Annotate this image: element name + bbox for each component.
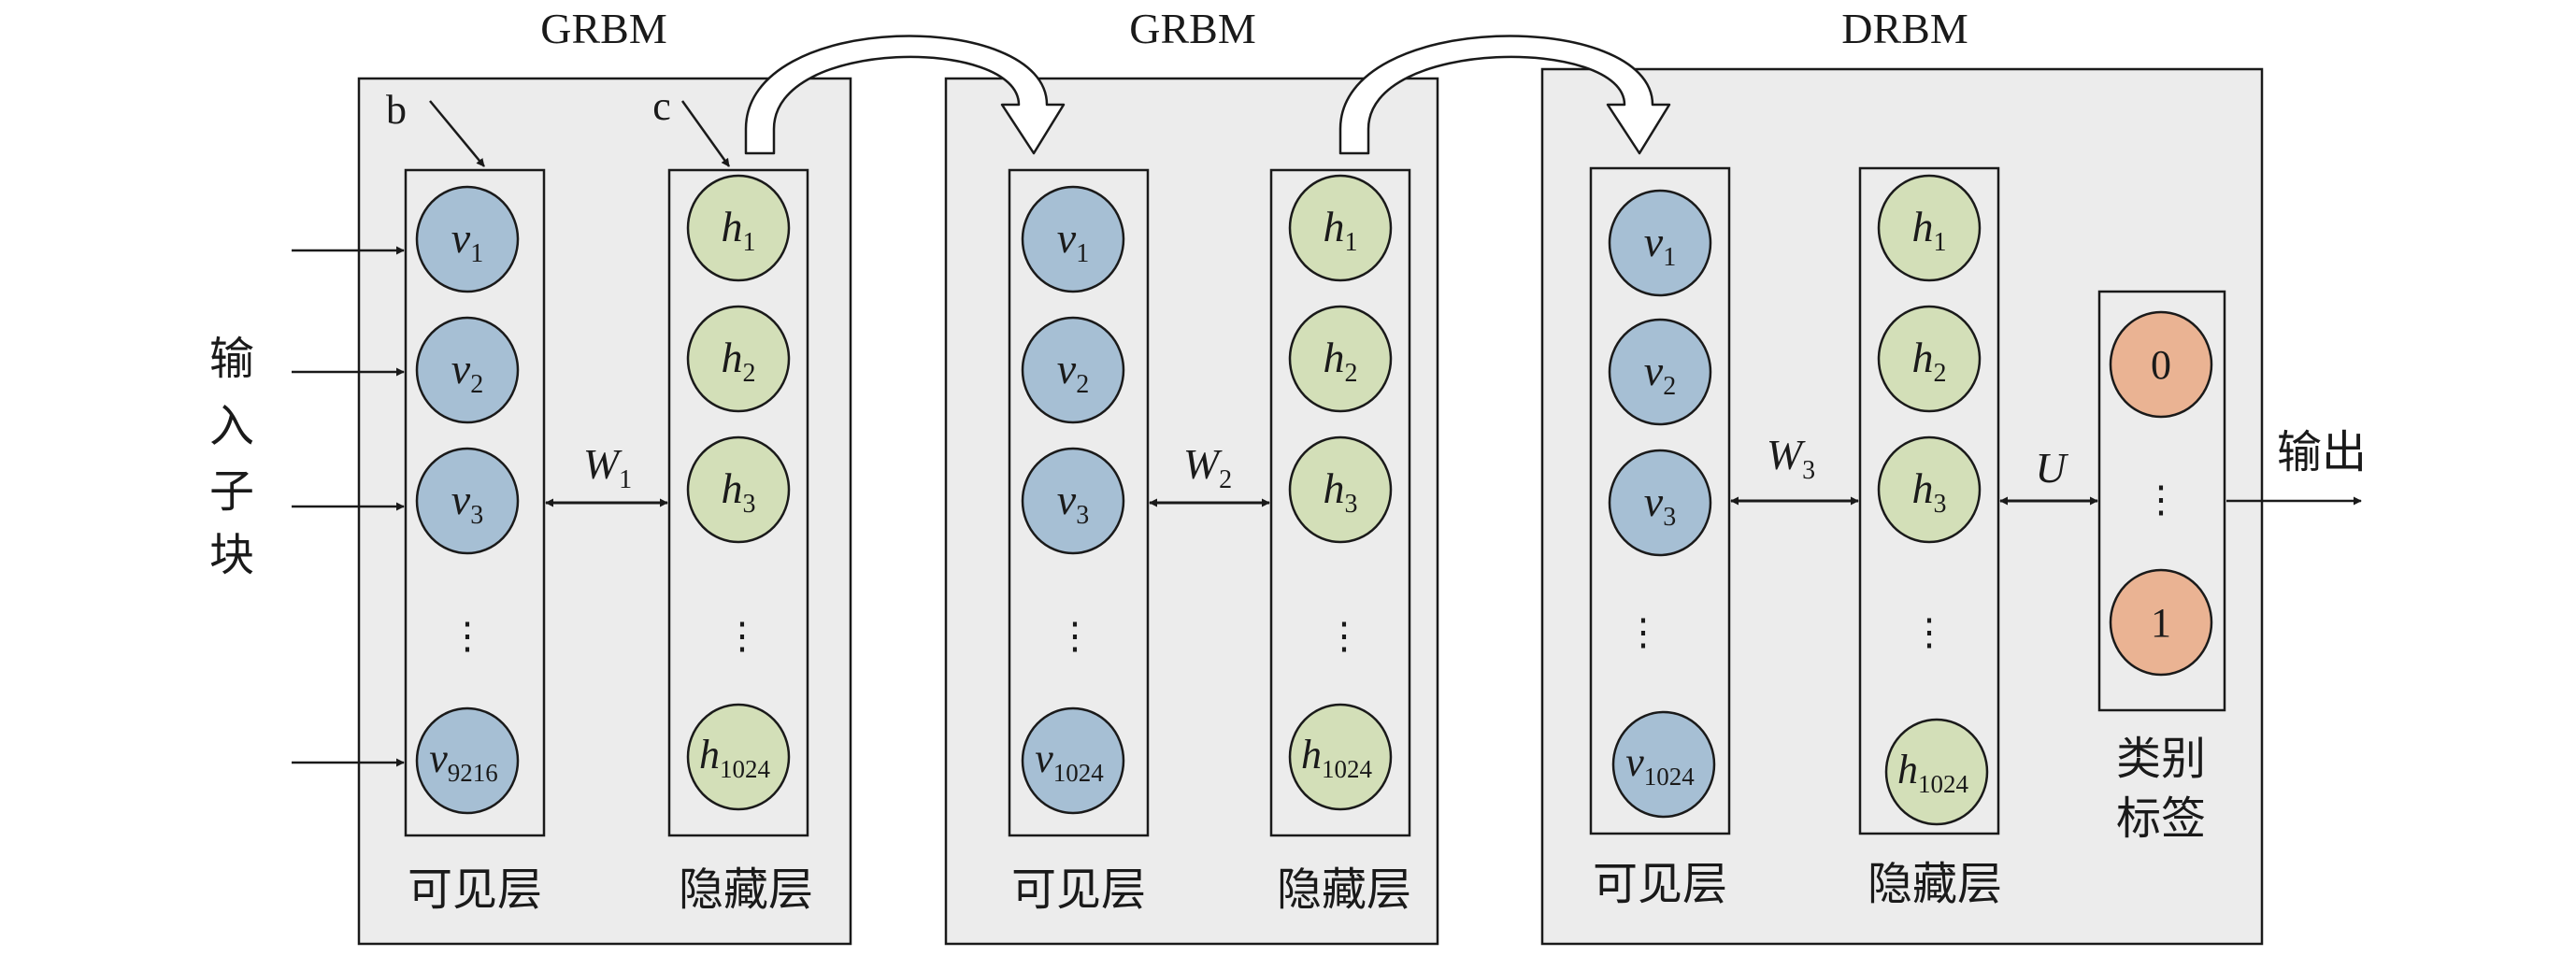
block-3-visible-caption: 可见层 [1593,860,1727,909]
svg-text:v1024: v1024 [1625,739,1695,791]
block-2-visible-ellipsis: ⋮ [1056,615,1094,657]
w1-label: W1 [583,440,632,494]
grbm-block-1: GRBM b c v1 v2 v3 ⋮ v9216 可见层 h1 [357,5,852,946]
input-label: 输 入 子 块 [209,335,254,580]
w3-label: W3 [1767,431,1815,485]
class-label-unit-0: 0 [2109,310,2213,419]
svg-text:h2: h2 [722,334,756,388]
bias-b-arrow [429,100,485,167]
bias-c-label: c [652,83,671,129]
input-label-char-3: 子 [209,467,254,517]
svg-text:h1: h1 [1324,203,1358,257]
block-2-title: GRBM [1129,5,1255,52]
block-3-visible-unit-1: v1 [1608,189,1712,297]
svg-text:v2: v2 [1644,347,1676,401]
block-2-hidden-caption: 隐藏层 [1277,865,1411,915]
drbm-block-3: DRBM v1 v2 v3 ⋮ v1024 可见层 h1 h2 [1540,5,2264,946]
block-3-visible-ellipsis: ⋮ [1624,611,1662,653]
block-1-hidden-unit-2: h2 [686,305,791,413]
input-label-char-4: 块 [209,531,254,580]
grbm-block-2: GRBM v1 v2 v3 ⋮ v1024 可见层 h1 h2 [944,5,1439,946]
input-label-char-1: 输 [209,335,254,384]
block-3-hidden-unit-last: h1024 [1884,718,1989,826]
class-label-ellipsis: ⋮ [2142,478,2180,521]
block-2-visible-unit-1: v1 [1021,185,1125,293]
svg-text:v2: v2 [1057,345,1089,399]
svg-text:h1: h1 [722,203,756,257]
block-1-hidden-unit-1: h1 [686,174,791,282]
svg-text:v1: v1 [1644,218,1676,272]
bias-c-arrow [680,100,731,167]
block-1-hidden-ellipsis: ⋮ [723,615,761,657]
svg-text:v1024: v1024 [1035,735,1104,787]
svg-text:h3: h3 [1912,464,1947,519]
block-2-visible-unit-last: v1024 [1021,706,1125,815]
block-3-title: DRBM [1841,5,1968,52]
block-2-visible-caption: 可见层 [1011,865,1146,915]
block-2-visible-unit-3: v3 [1021,447,1125,555]
output-label: 输出 [2277,428,2367,478]
transfer-arrow-1-to-2 [744,35,1066,155]
block-2-visible-unit-2: v2 [1021,316,1125,424]
block-1-visible-unit-1: v1 [415,185,520,293]
svg-text:v1: v1 [1057,214,1089,268]
block-2-hidden-unit-1: h1 [1288,174,1393,282]
block-1-hidden-caption: 隐藏层 [679,865,813,915]
block-3-hidden-unit-3: h3 [1877,435,1982,544]
transfer-arrow-2-to-3 [1338,35,1671,155]
block-1-hidden-unit-last: h1024 [686,703,791,811]
bias-b-label: b [386,87,407,133]
block-3-hidden-unit-1: h1 [1877,174,1982,282]
block-1-visible-unit-2: v2 [415,316,520,424]
input-label-char-2: 入 [209,402,254,451]
svg-text:h3: h3 [722,464,756,519]
block-1-title: GRBM [540,5,666,52]
svg-text:0: 0 [2151,342,2171,388]
block-2-hidden-unit-last: h1024 [1288,703,1393,811]
class-label-caption-line-1: 类别 [2116,735,2206,784]
block-2-hidden-ellipsis: ⋮ [1325,615,1363,657]
block-3-visible-unit-3: v3 [1608,449,1712,557]
block-1-visible-unit-3: v3 [415,447,520,555]
block-3-hidden-unit-2: h2 [1877,305,1982,413]
svg-text:h2: h2 [1912,334,1947,388]
svg-text:v3: v3 [451,476,483,530]
input-arrows [292,246,405,767]
svg-text:h3: h3 [1324,464,1358,519]
block-2-hidden-unit-3: h3 [1288,435,1393,544]
class-label-caption-line-2: 标签 [2116,794,2206,844]
class-label-unit-1: 1 [2109,568,2213,677]
svg-text:h1: h1 [1912,203,1947,257]
block-3-hidden-caption: 隐藏层 [1868,860,2002,909]
svg-text:v9216: v9216 [429,735,498,787]
block-1-hidden-unit-3: h3 [686,435,791,544]
svg-text:h2: h2 [1324,334,1358,388]
svg-text:v1: v1 [451,214,483,268]
svg-text:h1024: h1024 [699,732,771,783]
block-3-visible-unit-2: v2 [1608,318,1712,426]
block-2-hidden-unit-2: h2 [1288,305,1393,413]
svg-text:v3: v3 [1057,476,1089,530]
block-1-visible-caption: 可见层 [408,865,542,915]
svg-text:h1024: h1024 [1897,747,1969,798]
svg-text:h1024: h1024 [1301,732,1373,783]
block-1-visible-ellipsis: ⋮ [449,615,486,657]
u-label: U [2035,444,2068,492]
svg-text:v2: v2 [451,345,483,399]
block-3-hidden-ellipsis: ⋮ [1911,611,1948,653]
w2-label: W2 [1183,440,1232,494]
svg-text:1: 1 [2151,600,2171,646]
svg-text:v3: v3 [1644,478,1676,532]
block-1-visible-unit-last: v9216 [415,706,520,815]
block-3-visible-unit-last: v1024 [1611,710,1716,819]
